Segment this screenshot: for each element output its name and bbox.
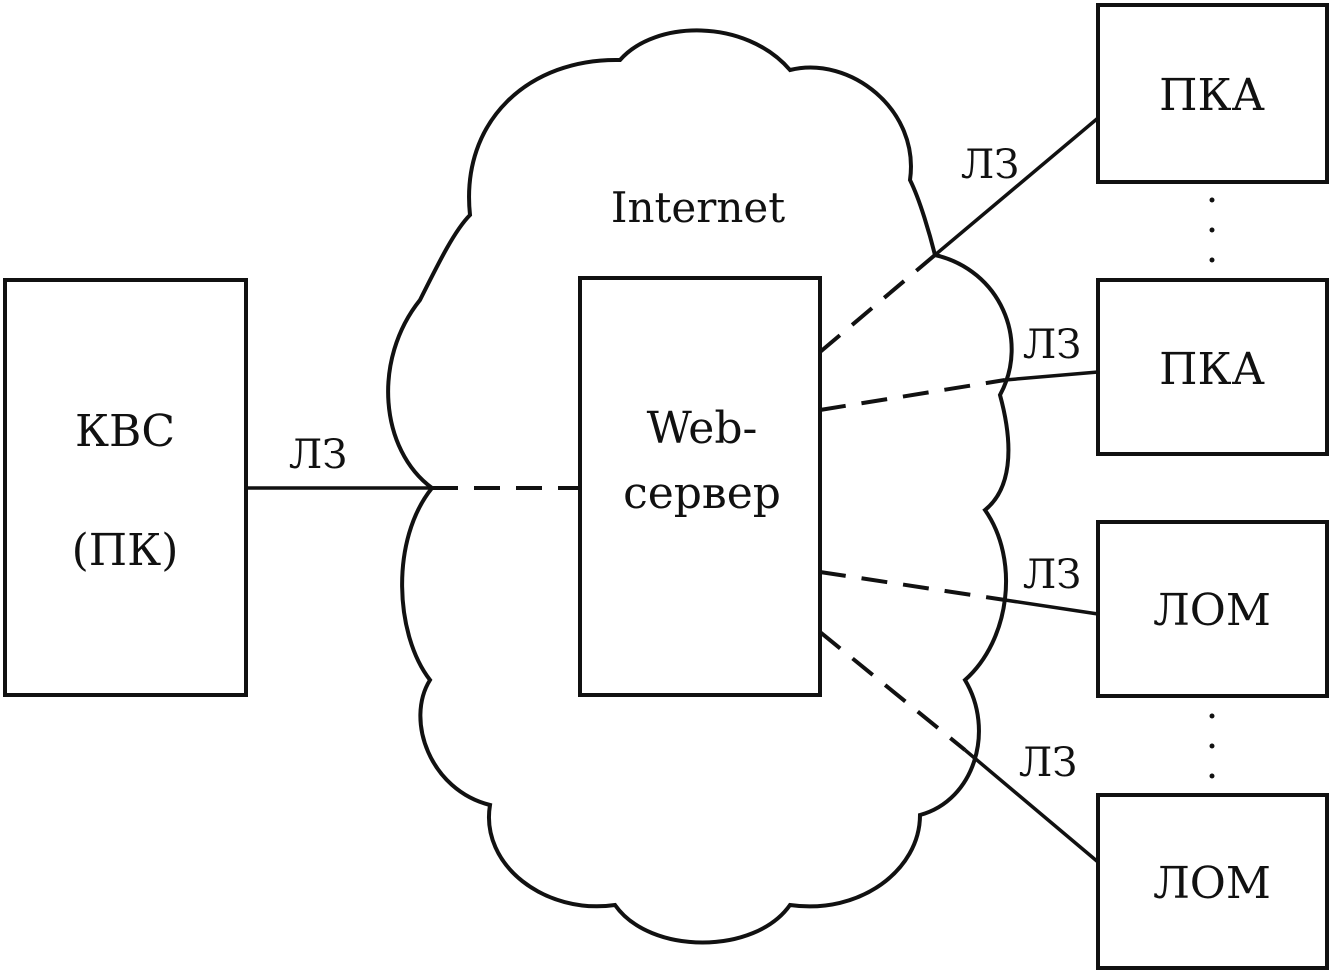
pka1-link-label: ЛЗ [961,142,1019,188]
lom2-link-dashed [818,630,967,752]
server-label-line1: Web- [647,403,758,454]
pka1-link-solid [933,116,1100,257]
lom-label-1: ЛОМ [1153,585,1271,636]
pka2-link-label: ЛЗ [1023,322,1081,368]
lom-label-2: ЛОМ [1153,858,1271,909]
lom2-link-solid [963,748,1100,864]
internet-label: Internet [611,183,785,232]
lom1-link-solid [1004,598,1099,616]
pka-box-2 [1096,278,1329,456]
client-link-label: ЛЗ [289,432,347,478]
ellipsis-dots-bottom [1209,713,1215,779]
server-label-line2: сервер [623,468,781,519]
lom1-link-label: ЛЗ [1023,552,1081,598]
client-label-line1: КВС [75,406,175,457]
pka2-link-solid [1004,370,1099,382]
lom-box-2 [1096,793,1329,970]
client-label-line2: (ПК) [72,525,179,576]
ellipsis-dots-top [1209,197,1215,263]
lom1-link-dashed [819,570,1006,602]
pka1-link-dashed [818,253,937,354]
client-box [3,278,248,697]
pka2-link-dashed [819,378,1006,412]
pka-label-2: ПКА [1159,344,1265,395]
pka-box-1 [1096,3,1329,184]
lom2-link-label: ЛЗ [1019,740,1077,786]
pka-label-1: ПКА [1159,70,1265,121]
web-server-box [578,276,822,697]
lom-box-1 [1096,520,1329,698]
